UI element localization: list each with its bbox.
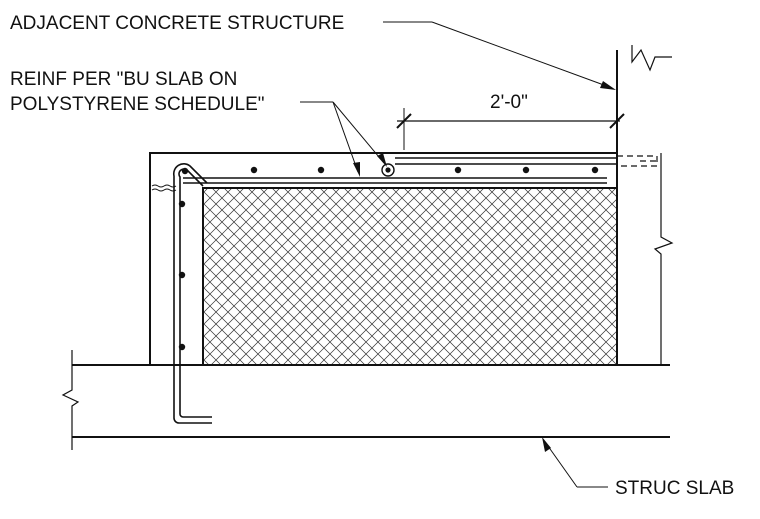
- rebar-dots: [178, 163, 599, 351]
- leader-adjacent-structure: ADJACENT CONCRETE STRUCTURE: [10, 13, 616, 90]
- polystyrene-fill: [202, 187, 618, 366]
- label-struc-slab: STRUC SLAB: [615, 478, 734, 499]
- adjacent-structure-wall: [616, 45, 674, 365]
- label-reinf-line2: POLYSTYRENE SCHEDULE": [10, 94, 265, 115]
- leader-reinforcement: REINF PER "BU SLAB ON POLYSTYRENE SCHEDU…: [10, 69, 387, 177]
- dimension-2-0: 2'-0": [396, 92, 625, 150]
- water-level-symbol: [151, 184, 177, 192]
- dimension-label: 2'-0": [490, 92, 528, 113]
- top-reinforcement: [183, 177, 607, 184]
- dowel-bar: [395, 155, 658, 167]
- label-reinf-line1: REINF PER "BU SLAB ON: [10, 69, 237, 90]
- label-adjacent-structure: ADJACENT CONCRETE STRUCTURE: [10, 13, 344, 34]
- leader-struc-slab: STRUC SLAB: [542, 437, 734, 499]
- concrete-topping: [149, 152, 618, 365]
